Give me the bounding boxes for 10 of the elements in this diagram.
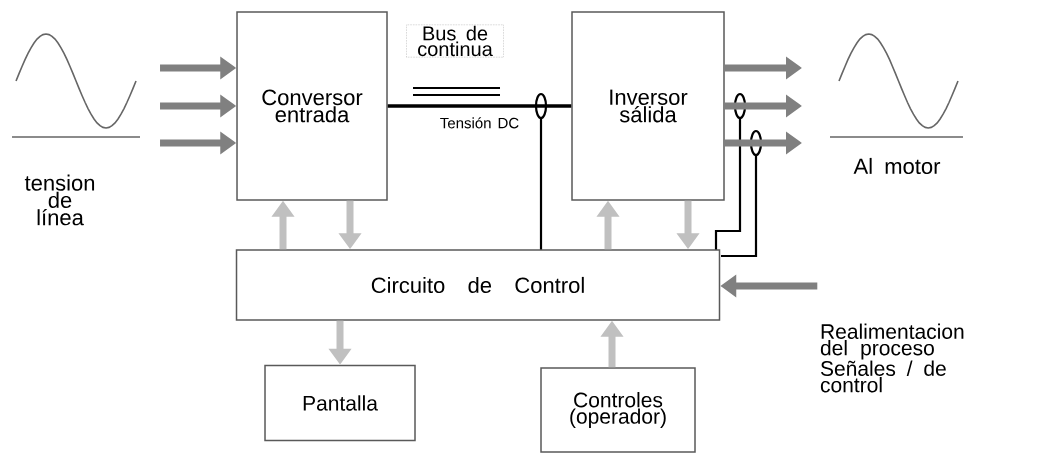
process-box: Inversor sálida: [571, 11, 725, 201]
feedback-text: Realimentacion del proceso Señales / de control: [820, 323, 964, 393]
bus-label: Bus de continua: [406, 24, 504, 58]
edge-label: Tensión DC: [440, 117, 519, 129]
process-box: Circuito de Control: [235, 249, 721, 321]
process-box: Conversor entrada: [236, 11, 388, 201]
process-box: Controles (operador): [540, 367, 696, 453]
output-label: Al motor: [853, 157, 941, 175]
process-box: Pantalla: [264, 364, 416, 442]
input-label: tension de línea: [24, 174, 95, 226]
